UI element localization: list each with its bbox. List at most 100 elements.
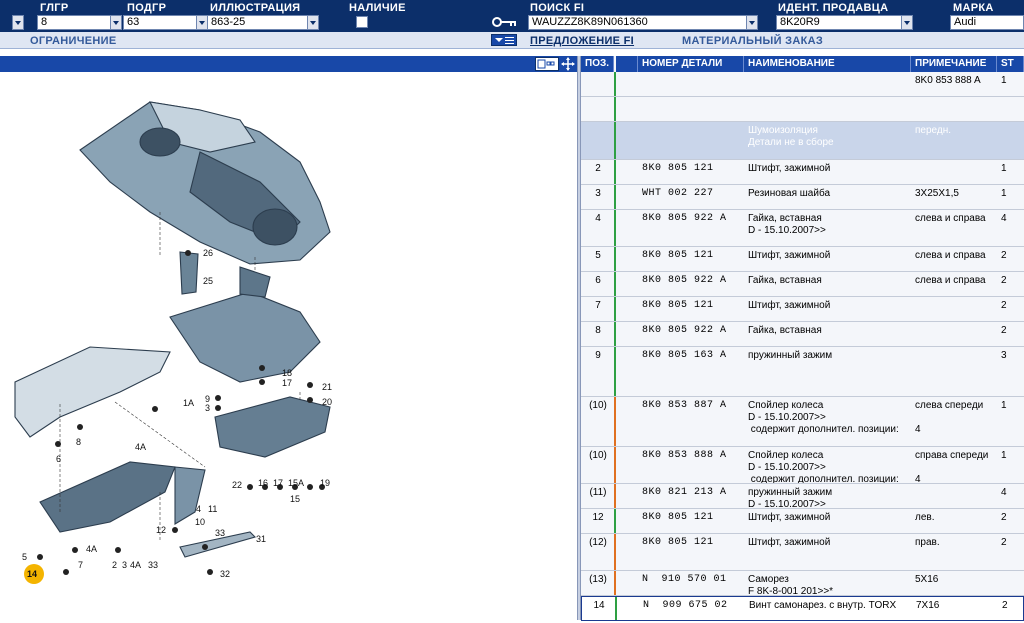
cell-name: пружинный зажим D - 15.10.2007>> [748,487,833,508]
illustration-chevron-down-icon[interactable] [307,15,319,30]
cell-pos: 2 [595,163,601,174]
callout[interactable]: 4A [135,442,147,452]
column-header-part[interactable]: НОМЕР ДЕТАЛИ [638,56,744,72]
exploded-parts-diagram[interactable]: 26 25 18 17 21 20 9 3 1A 6 8 19 15A 16 1… [0,72,577,620]
callout[interactable]: 5 [22,552,28,562]
cell-part: 8K0 805 121 [642,512,714,523]
glgr-field[interactable]: 8 [37,15,117,30]
pane-splitter[interactable] [577,56,581,620]
callout[interactable]: 21 [322,382,333,392]
status-indicator [614,571,616,595]
callout[interactable]: 16 [258,478,269,488]
dealer-id-chevron-down-icon[interactable] [901,15,913,30]
highlighted-callout-14[interactable] [24,564,44,584]
callout[interactable]: 8 [76,437,82,447]
cell-name: Шумоизоляция Детали не в сборе [748,125,834,148]
column-header-pos[interactable]: ПОЗ. [581,56,614,72]
callout[interactable]: 33 [215,528,226,538]
column-header-qty[interactable]: ST [997,56,1024,72]
column-header-note[interactable]: ПРИМЕЧАНИЕ [911,56,997,72]
key-icon[interactable] [492,16,518,28]
callout[interactable]: 18 [282,368,293,378]
cell-pos: 3 [595,188,601,199]
callout[interactable]: 4A [130,560,142,570]
cell-note [911,160,997,184]
callout[interactable]: 9 [205,394,211,404]
material-order-tab[interactable]: МАТЕРИАЛЬНЫЙ ЗАКАЗ [682,35,824,47]
cell-note: 7X16 [916,600,940,611]
callout[interactable]: 31 [256,534,267,544]
cell-note: 5X16 [915,574,939,585]
restriction-link[interactable]: ОГРАНИЧЕНИЕ [30,35,117,47]
illustration-field[interactable]: 863-25 [207,15,319,30]
availability-label: НАЛИЧИЕ [349,2,406,14]
callout[interactable]: 32 [220,569,231,579]
callout[interactable]: 26 [203,248,214,258]
callout[interactable]: 15 [290,494,301,504]
cell-qty: 2 [1001,512,1007,523]
zoom-fit-icon[interactable] [535,57,559,71]
table-row[interactable]: Шумоизоляция Детали не в сборе передн. [581,122,1024,160]
cell-qty: 1 [1001,450,1007,461]
callout[interactable]: 11 [208,504,218,514]
table-row[interactable] [581,97,1024,122]
status-indicator [614,397,616,446]
callout[interactable]: 33 [148,560,159,570]
cell-name: Спойлер колеса D - 15.10.2007>> содержит… [748,400,899,435]
status-indicator [615,597,617,620]
search-fi-field[interactable]: WAUZZZ8K89N061360 [528,15,748,30]
callout[interactable]: 22 [232,480,243,490]
cell-part [638,97,744,121]
menu-icon[interactable] [491,34,517,46]
cell-qty [997,97,1024,121]
callout[interactable]: 20 [322,397,333,407]
callout[interactable]: 6 [56,454,62,464]
callout[interactable]: 3 [122,560,128,570]
column-header-name[interactable]: НАИМЕНОВАНИЕ [744,56,911,72]
callout[interactable]: 2 [112,560,118,570]
callout[interactable]: 17 [273,478,284,488]
glgr-dropdown-arrow[interactable] [12,15,24,30]
callout[interactable]: 7 [78,560,84,570]
move-icon[interactable] [560,57,576,71]
cell-note: передн. [915,125,952,136]
callout[interactable]: 10 [195,517,206,527]
cell-qty: 3 [1001,350,1007,361]
glgr-chevron-down-icon[interactable] [110,15,122,30]
availability-checkbox[interactable] [356,16,368,28]
callout-14[interactable]: 14 [27,569,38,579]
callout[interactable]: 25 [203,276,214,286]
callout[interactable]: 12 [156,525,167,535]
callout[interactable]: 1A [183,398,195,408]
callout[interactable]: 3 [205,403,211,413]
cell-pos: 4 [595,213,601,224]
callout[interactable]: 4 [196,504,202,514]
glgr-label: ГЛГР [40,2,69,14]
callout[interactable]: 19 [320,478,331,488]
podgr-field[interactable]: 63 [123,15,203,30]
search-fi-chevron-down-icon[interactable] [746,15,758,30]
brand-field[interactable]: Audi [950,15,1024,30]
callout[interactable]: 17 [282,378,293,388]
cell-name: Резиновая шайба [748,188,831,199]
callout[interactable]: 15A [288,478,305,488]
dealer-id-field[interactable]: 8K20R9 [776,15,902,30]
callout[interactable]: 4A [86,544,98,554]
fi-offer-tab[interactable]: ПРЕДЛОЖЕНИЕ FI [530,35,635,47]
